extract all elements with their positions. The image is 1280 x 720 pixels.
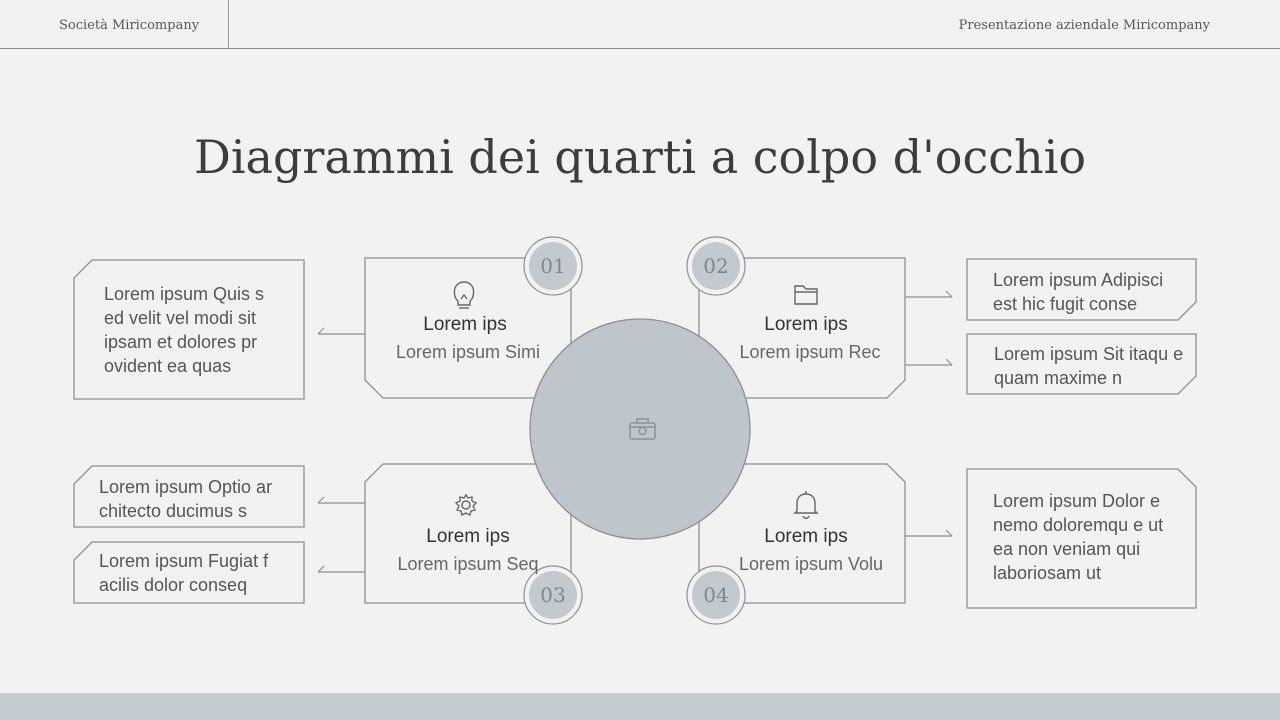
camera-icon	[629, 418, 656, 440]
arrow-card03-note-b	[317, 565, 365, 573]
card-01-subtitle: Lorem ipsum Simi	[395, 342, 541, 362]
note-left-top-frame	[73, 259, 305, 400]
card-03-title: Lorem ips	[426, 526, 510, 547]
footer-band	[0, 693, 1280, 720]
card-02-subtitle: Lorem ipsum Rec	[739, 342, 881, 362]
badge-01-number: 01	[540, 254, 566, 278]
arrow-card02-note-b	[905, 358, 953, 366]
card-03-subtitle: Lorem ipsum Seq	[397, 554, 539, 574]
lightbulb-icon	[453, 281, 475, 309]
note-right-bot-frame	[966, 468, 1197, 609]
note-right-bot-text: Lorem ipsum Dolor e nemo doloremqu e ut …	[993, 491, 1164, 583]
note-left-bot-frame	[73, 541, 305, 604]
folder-icon	[794, 285, 818, 305]
gear-icon	[454, 493, 478, 517]
badge-02-number: 02	[703, 254, 729, 278]
note-left-mid-frame	[73, 465, 305, 528]
card-04-subtitle: Lorem ipsum Volu	[738, 554, 884, 574]
page-title: Diagrammi dei quarti a colpo d'occhio	[193, 130, 1087, 184]
bell-icon	[793, 491, 819, 519]
badge-04-number: 04	[703, 583, 729, 607]
header-presentation: Presentazione aziendale Miricompany	[958, 18, 1210, 33]
badge-04-fill	[692, 571, 740, 619]
arrow-card03-note-a	[317, 496, 365, 504]
badge-03-number: 03	[540, 583, 566, 607]
note-right-mid-frame	[966, 333, 1197, 395]
note-left-top-text: Lorem ipsum Quis s ed velit vel modi sit…	[104, 284, 265, 376]
arrow-card02-note-a	[905, 290, 953, 298]
card-04-title: Lorem ips	[764, 526, 848, 547]
note-left-mid-text: Lorem ipsum Optio ar chitecto ducimus s	[99, 477, 273, 521]
card-01-title: Lorem ips	[423, 314, 507, 335]
header-rule	[0, 48, 1280, 49]
arrow-card04-note	[905, 529, 953, 537]
badge-03-fill	[529, 571, 577, 619]
header-divider	[228, 0, 229, 48]
card-02-title: Lorem ips	[764, 314, 848, 335]
badge-01-fill	[529, 242, 577, 290]
arrow-card01-note	[317, 327, 365, 335]
note-right-mid-text: Lorem ipsum Sit itaqu e quam maxime n	[994, 344, 1184, 388]
badge-02-fill	[692, 242, 740, 290]
note-right-top-text: Lorem ipsum Adipisci est hic fugit conse	[993, 270, 1164, 314]
note-right-top-frame	[966, 258, 1197, 321]
note-left-bot-text: Lorem ipsum Fugiat f acilis dolor conseq	[99, 551, 269, 595]
header-company: Società Miricompany	[59, 18, 200, 33]
